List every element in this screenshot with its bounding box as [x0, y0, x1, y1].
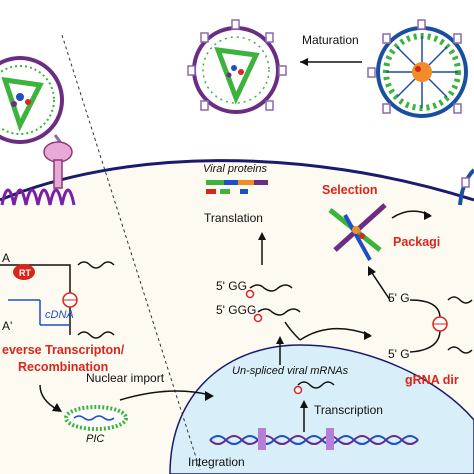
viral-proteins-icon [206, 180, 268, 194]
virion-immature [367, 19, 468, 118]
selection-arrow [369, 269, 391, 301]
nucleus [169, 344, 474, 474]
mrna-to-translation-arrow [284, 321, 301, 341]
nuclear-import-arrow [119, 390, 211, 401]
grna-dimer-label: gRNA dir [405, 373, 459, 387]
packaging-label: Packagi [393, 235, 440, 249]
unspliced-mrna-label: Un-spliced viral mRNAs [232, 365, 349, 377]
cdna-label: cDNA [45, 309, 74, 321]
five-g-top-label: 5' G [388, 291, 410, 305]
five-ggg-label: 5' GGG [216, 303, 256, 317]
integration-label: Integration [188, 455, 245, 469]
transcription-label: Transcription [314, 403, 383, 417]
cell-membrane [0, 159, 474, 202]
translation-label: Translation [204, 211, 263, 225]
selection-label: Selection [322, 183, 378, 197]
pic-label: PIC [86, 433, 104, 445]
dashed-separator [61, 34, 201, 471]
grna-dimer [409, 296, 473, 354]
maturation-label: Maturation [302, 33, 359, 47]
pic-complex [64, 405, 128, 431]
selection-rna-cluster [328, 203, 387, 261]
reverse-transcription-diagram [0, 261, 115, 339]
reverse-transcription-label-line2: Recombination [18, 360, 108, 374]
five-g-bottom-label: 5' G [388, 347, 410, 361]
virion-attached [0, 56, 68, 151]
nuclear-import-label: Nuclear import [86, 371, 165, 385]
rt-label: RT [19, 268, 31, 278]
virion-mature [187, 19, 287, 114]
a-bottom-label: A' [2, 319, 12, 333]
receptor [43, 141, 73, 189]
five-gg-label: 5' GG [216, 279, 247, 293]
reverse-transcription-label-line1: everse Transcripton/ [2, 343, 125, 357]
a-top-label: A [2, 251, 10, 265]
mrna-export-arrow [299, 327, 371, 341]
coreceptor-coil [0, 188, 76, 206]
viral-proteins-label: Viral proteins [203, 163, 267, 175]
host-dna [209, 428, 419, 450]
